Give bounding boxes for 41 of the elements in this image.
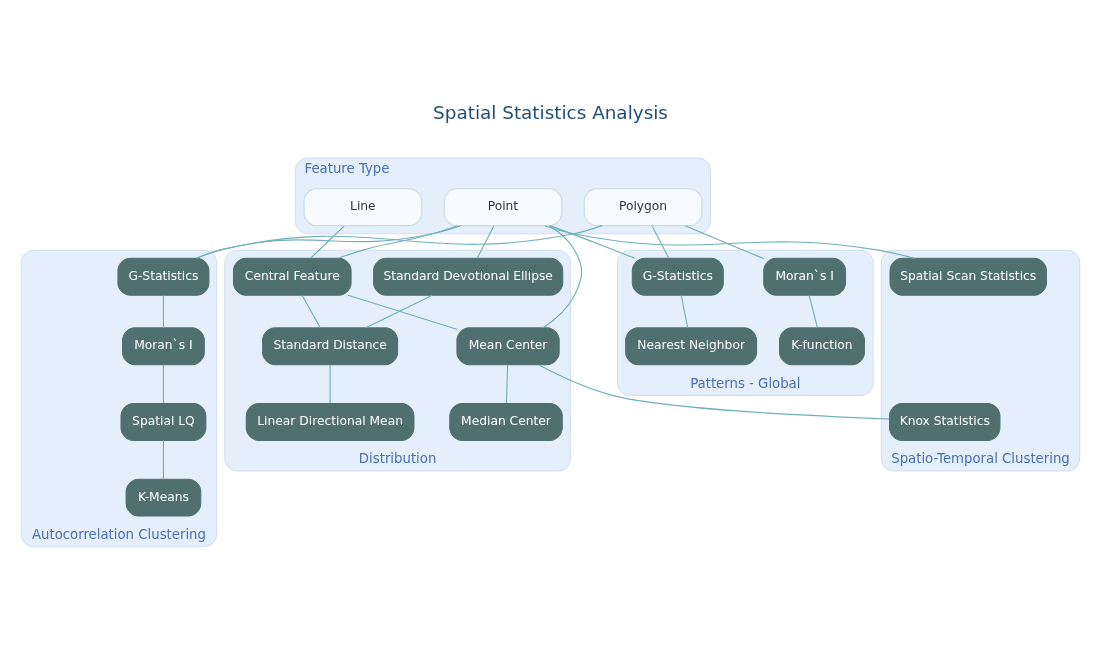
- node-box: Mean Center: [456, 326, 560, 365]
- node-box: Nearest Neighbor: [625, 326, 758, 365]
- node-box: Moran`s I: [763, 257, 847, 296]
- connector: [196, 224, 462, 259]
- connector: [544, 224, 915, 259]
- node-box: Spatial LQ: [120, 402, 207, 441]
- connector: [549, 224, 636, 259]
- connector: [301, 294, 321, 328]
- node-box: Line: [303, 187, 423, 226]
- connector: [365, 294, 433, 328]
- node-box: Spatial Scan Statistics: [889, 257, 1047, 296]
- diagram-title: Spatial Statistics Analysis: [433, 101, 668, 123]
- connector: [537, 363, 890, 420]
- node-box: Standard Devotional Ellipse: [373, 257, 564, 296]
- connector: [808, 294, 818, 328]
- connector: [310, 224, 345, 258]
- node-box: Standard Distance: [262, 326, 399, 365]
- connector: [337, 224, 458, 259]
- node-box: K-function: [779, 326, 865, 365]
- connector: [195, 224, 603, 259]
- node-box: G-Statistics: [631, 257, 724, 296]
- connector: [476, 224, 495, 258]
- connector: [651, 224, 670, 258]
- connector: [162, 439, 164, 479]
- connector: [680, 294, 689, 328]
- node-box: Polygon: [583, 187, 703, 226]
- connector: [684, 224, 765, 259]
- node-box: Knox Statistics: [889, 402, 1001, 441]
- connector: [542, 224, 583, 328]
- node-box: G-Statistics: [117, 257, 210, 296]
- connector: [162, 294, 164, 328]
- connector: [505, 363, 509, 404]
- node-box: Moran`s I: [122, 326, 205, 365]
- node-box: Central Feature: [232, 257, 352, 296]
- connector: [329, 363, 331, 404]
- node-box: K-Means: [125, 478, 202, 517]
- node-box: Median Center: [449, 402, 563, 441]
- node-box: Point: [443, 187, 563, 226]
- connector: [162, 363, 164, 404]
- connector: [347, 294, 458, 330]
- node-box: Linear Directional Mean: [245, 402, 415, 441]
